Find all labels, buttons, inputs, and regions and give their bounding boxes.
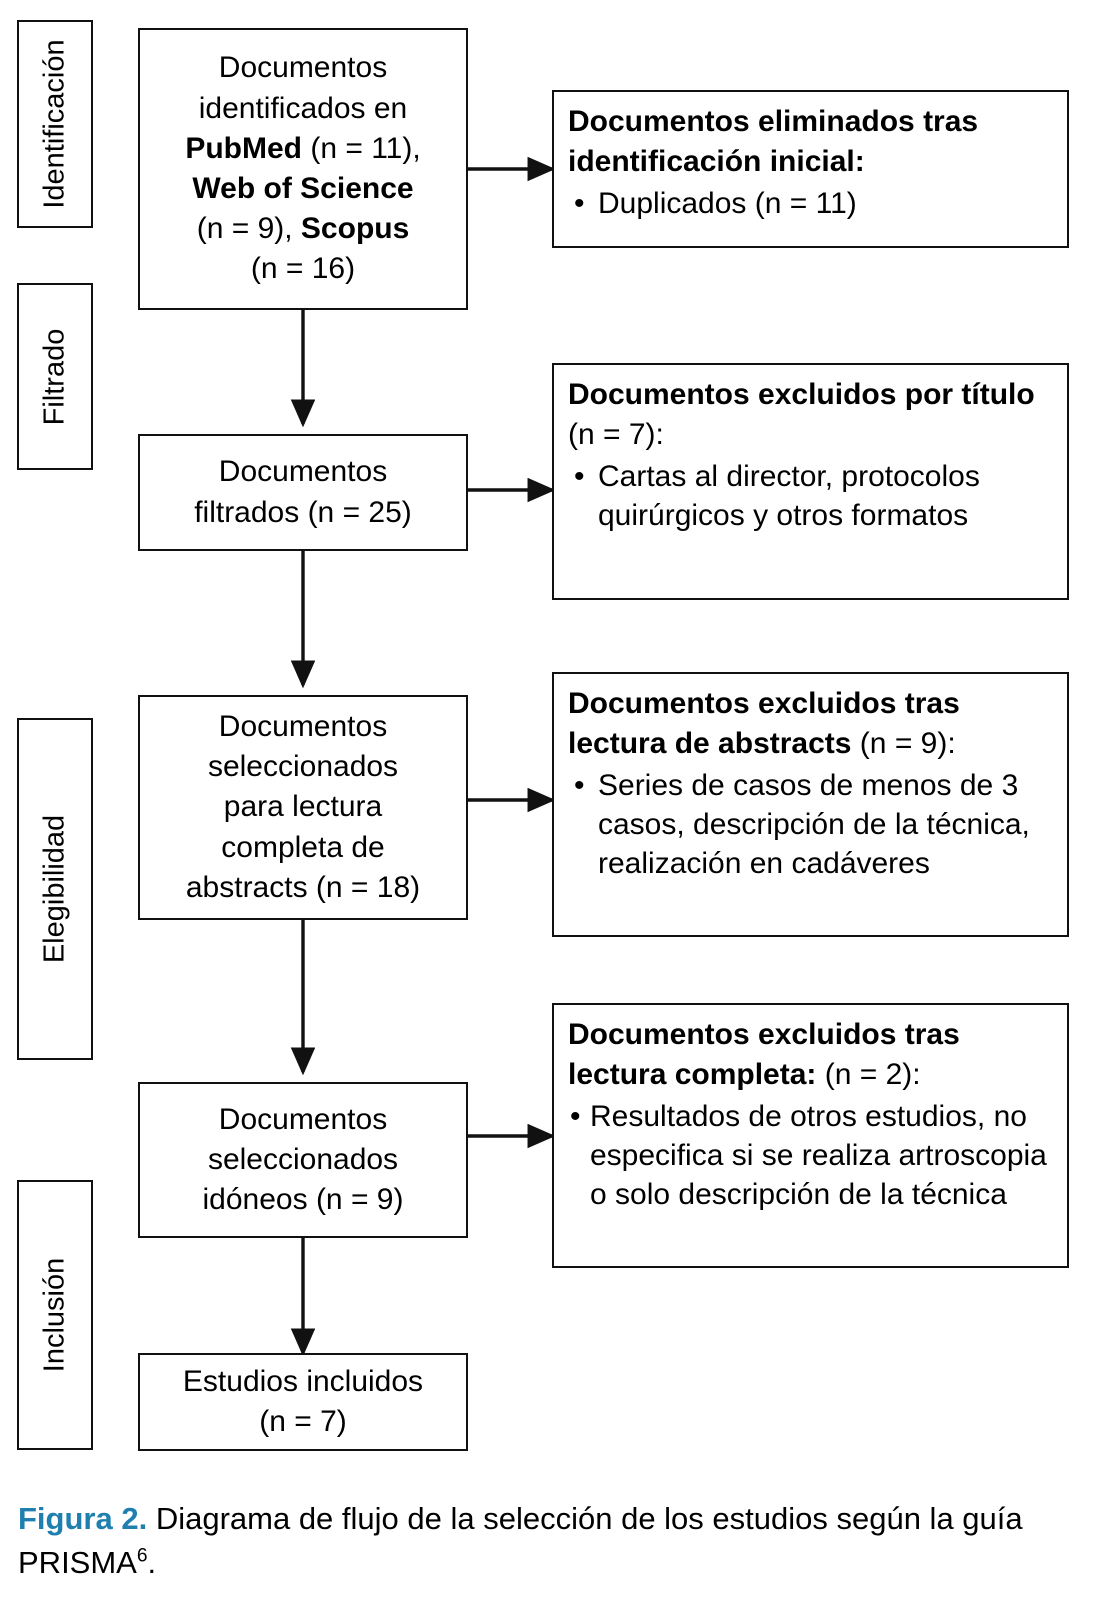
figure-caption: Figura 2. Diagrama de flujo de la selecc… (18, 1497, 1078, 1585)
exclusion-heading-bold: Documentos excluidos tras lectura comple… (568, 1018, 960, 1092)
flow-box-filtrados: Documentos filtrados (n = 25) (138, 434, 468, 551)
figure-caption-end: . (147, 1545, 157, 1581)
list-item: Duplicados (n = 11) (568, 184, 1053, 223)
stage-label-text: Filtrado (38, 328, 71, 425)
line-2: seleccionados (207, 750, 399, 784)
exclusion-heading-plain: (n = 9): (851, 727, 956, 761)
stage-label-text: Identificación (38, 39, 71, 209)
exclusion-box-excluidos-titulo: Documentos excluidos por título (n = 7):… (552, 363, 1069, 600)
list-item: Resultados de otros estudios, no especif… (568, 1097, 1053, 1214)
line-1: Documentos (218, 710, 388, 744)
exclusion-heading: Documentos excluidos tras lectura de abs… (568, 684, 1053, 764)
exclusion-box-text: Documentos excluidos tras lectura comple… (554, 1005, 1067, 1218)
stage-label-text: Inclusión (38, 1257, 71, 1373)
figure-label: Figura 2. (18, 1501, 148, 1536)
flow-box-idoneos: Documentos seleccionados idóneos (n = 9) (138, 1082, 468, 1238)
line-1: Estudios incluidos (182, 1364, 424, 1398)
exclusion-heading: Documentos eliminados tras identificació… (568, 102, 1053, 182)
exclusion-heading: Documentos excluidos tras lectura comple… (568, 1015, 1053, 1095)
exclusion-heading-bold: Documentos excluidos tras lectura de abs… (568, 687, 960, 761)
exclusion-heading-plain: (n = 7): (568, 418, 664, 452)
flow-box-text: Documentos seleccionados idóneos (n = 9) (193, 1100, 414, 1221)
flow-box-incluidos: Estudios incluidos (n = 7) (138, 1353, 468, 1451)
list-item: Series de casos de menos de 3 casos, des… (568, 766, 1053, 883)
stage-label-filtrado: Filtrado (17, 283, 93, 470)
flow-box-abstracts: Documentos seleccionados para lectura co… (138, 695, 468, 920)
line-4: completa de (221, 830, 385, 864)
line-2: (n = 7) (259, 1405, 347, 1438)
source-scopus-count: (n = 16) (250, 252, 356, 286)
exclusion-heading: Documentos excluidos por título (n = 7): (568, 375, 1053, 455)
stage-label-text: Elegibilidad (38, 814, 71, 964)
figure-caption-text: Diagrama de flujo de la selección de los… (18, 1501, 1023, 1581)
stage-label-elegibilidad: Elegibilidad (17, 718, 93, 1060)
line-3: idóneos (n = 9) (202, 1183, 404, 1217)
flow-box-text: Documentos filtrados (n = 25) (184, 452, 422, 532)
exclusion-box-text: Documentos excluidos tras lectura de abs… (554, 674, 1067, 887)
line-1: Documentos (218, 455, 388, 489)
exclusion-item-list: Resultados de otros estudios, no especif… (568, 1097, 1053, 1214)
line-2: seleccionados (207, 1142, 399, 1176)
line-1: Documentos (218, 1102, 388, 1136)
exclusion-item-list: Series de casos de menos de 3 casos, des… (568, 766, 1053, 883)
source-pubmed-count: (n = 11), (302, 131, 421, 165)
exclusion-box-excluidos-completa: Documentos excluidos tras lectura comple… (552, 1003, 1069, 1268)
exclusion-box-excluidos-abstracts: Documentos excluidos tras lectura de abs… (552, 672, 1069, 937)
line-2: identificados en (198, 91, 408, 125)
source-pubmed: PubMed (185, 131, 302, 165)
source-wos-count: (n = 9), (196, 212, 301, 246)
source-wos: Web of Science (192, 172, 414, 205)
exclusion-box-eliminados-identificacion: Documentos eliminados tras identificació… (552, 90, 1069, 248)
stage-label-inclusion: Inclusión (17, 1180, 93, 1450)
exclusion-heading-bold: Documentos eliminados tras identificació… (568, 105, 979, 179)
exclusion-box-text: Documentos eliminados tras identificació… (554, 92, 1067, 227)
source-scopus: Scopus (300, 212, 410, 246)
flow-box-text: Documentos seleccionados para lectura co… (176, 707, 430, 908)
exclusion-heading-plain: (n = 2): (816, 1058, 921, 1092)
list-item: Cartas al director, protocolos quirúrgic… (568, 457, 1053, 535)
stage-label-identificacion: Identificación (17, 20, 93, 228)
exclusion-heading-bold: Documentos excluidos por título (568, 378, 1035, 411)
flow-box-text: Estudios incluidos (n = 7) (173, 1362, 433, 1442)
exclusion-box-text: Documentos excluidos por título (n = 7):… (554, 365, 1067, 539)
flow-box-identificados: Documentos identificados en PubMed (n = … (138, 28, 468, 310)
exclusion-item-list: Duplicados (n = 11) (568, 184, 1053, 223)
line-3: para lectura (223, 790, 383, 824)
figure-reference-superscript: 6 (136, 1545, 148, 1567)
flow-box-text: Documentos identificados en PubMed (n = … (175, 48, 430, 289)
line-1: Documentos (218, 51, 388, 85)
line-5: abstracts (n = 18) (185, 870, 421, 904)
line-2: filtrados (n = 25) (194, 495, 412, 529)
exclusion-item-list: Cartas al director, protocolos quirúrgic… (568, 457, 1053, 535)
